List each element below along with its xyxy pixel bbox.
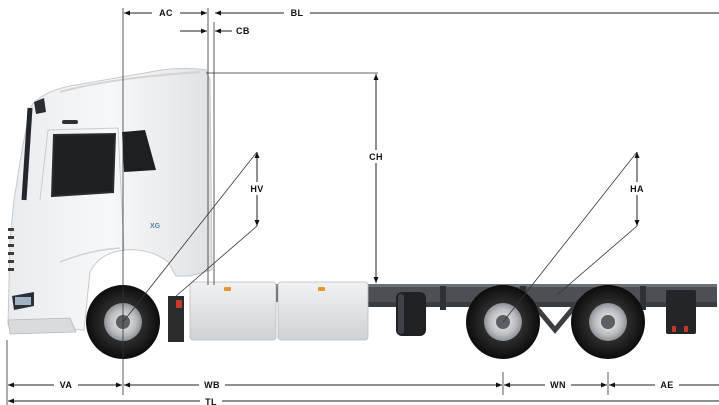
dim-label-ha: HA <box>630 184 644 194</box>
dim-label-wb: WB <box>204 380 220 390</box>
truck-cab <box>7 67 213 342</box>
dim-label-ch: CH <box>369 152 383 162</box>
truck-illustration: XG <box>7 67 717 359</box>
dim-label-hv: HV <box>250 184 263 194</box>
air-tank <box>396 292 426 336</box>
dim-label-cb: CB <box>236 26 250 36</box>
rear-box <box>666 290 696 334</box>
dim-label-bl: BL <box>291 8 304 18</box>
side-tanks <box>189 281 369 341</box>
dimension-lines: AC BL CB CH HV HA <box>6 6 719 405</box>
rear-wheel-2 <box>571 285 645 359</box>
front-grille <box>8 228 14 271</box>
dim-label-tl: TL <box>205 397 217 405</box>
dim-label-wn: WN <box>550 380 566 390</box>
xg-badge: XG <box>150 223 161 230</box>
dim-label-va: VA <box>60 380 73 390</box>
dim-label-ae: AE <box>660 380 673 390</box>
dim-label-ac: AC <box>159 8 173 18</box>
